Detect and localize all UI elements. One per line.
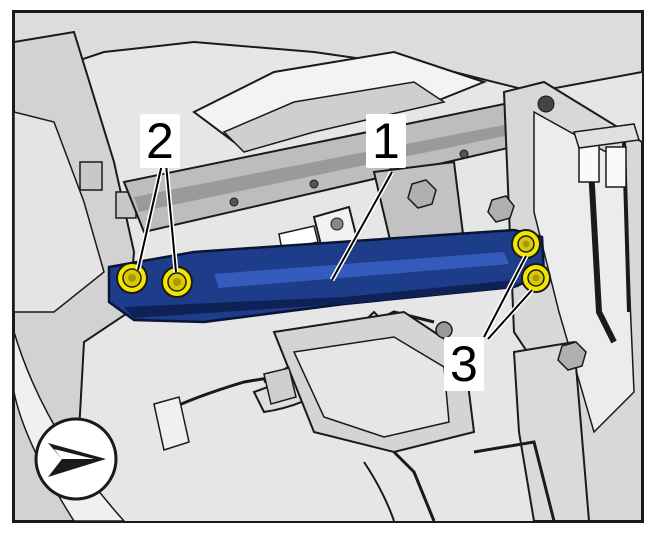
rail-rivet: [459, 149, 469, 159]
callout-label: 2: [140, 114, 180, 168]
upper-panel-lip: [222, 81, 446, 153]
bracket-highlight: [214, 252, 509, 288]
rail-rivet: [309, 179, 319, 189]
hex-nut: [487, 195, 515, 223]
cable-sleeve: [263, 367, 297, 405]
leader-line-3a: [483, 255, 527, 338]
direction-arrow-icon: [34, 417, 118, 501]
clip-upper: [79, 161, 103, 191]
bottom-wire: [392, 450, 436, 521]
diagram-frame: 1 2 3: [12, 10, 644, 523]
hex-nut: [407, 179, 437, 209]
lower-right-arm: [512, 340, 591, 521]
bolt-left-2: [161, 266, 193, 298]
linkage-rod: [586, 131, 617, 344]
hex-bolt: [557, 341, 587, 371]
leader-line-1: [331, 171, 393, 281]
bolt-right-2: [521, 263, 551, 293]
central-rail-top: [134, 122, 524, 212]
housing-bolt: [537, 95, 555, 113]
bracket-shadow: [124, 280, 519, 318]
engine-bay-illustration: [14, 12, 642, 521]
left-pillar-face: [14, 111, 105, 313]
connector-bolt: [330, 217, 344, 231]
bottom-wire: [363, 461, 395, 521]
lower-right-pipe: [473, 440, 556, 521]
linkage-lever: [573, 123, 640, 149]
bolt-right-1: [511, 229, 541, 259]
leader-line-2a: [137, 163, 163, 271]
cable-plug: [153, 396, 190, 451]
lower-duct-face: [292, 336, 450, 438]
callout-label: 1: [366, 114, 406, 168]
leader-line-3b: [487, 289, 533, 340]
callout-label: 3: [444, 337, 484, 391]
bolt-left-1: [116, 262, 148, 294]
leader-line-2b: [165, 163, 177, 273]
linkage-spring: [605, 146, 627, 188]
rail-rivet: [229, 197, 239, 207]
